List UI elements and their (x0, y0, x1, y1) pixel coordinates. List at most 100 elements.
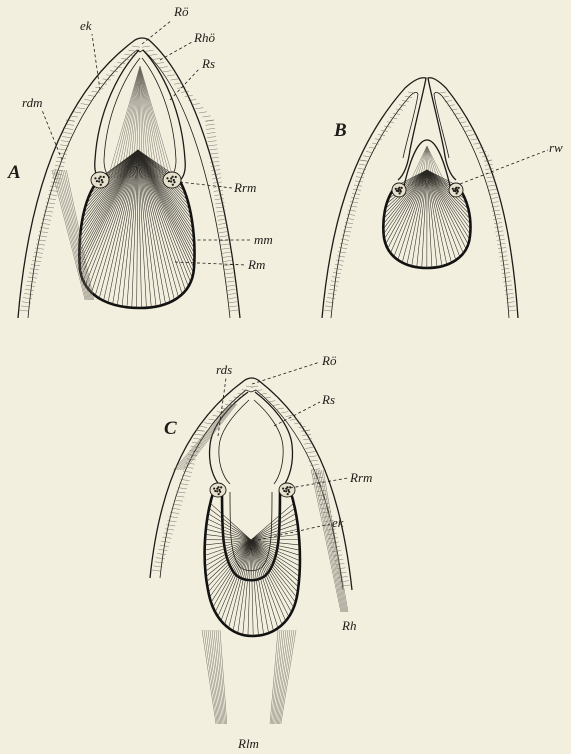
wall-hatch-tick (63, 132, 72, 133)
wall-hatch-tick (211, 165, 220, 166)
wall-hatch-tick (158, 549, 167, 550)
wall-hatch-tick (277, 408, 284, 409)
wall-hatch-tick (36, 244, 45, 245)
wall-hatch-tick (505, 293, 513, 294)
wall-hatch-tick (503, 277, 511, 278)
wall-hatch-tick (468, 135, 475, 136)
panel-c: C rds Rö Rs Rrm ek Rh Rlm (150, 353, 372, 751)
wall-hatch-tick (322, 512, 331, 513)
wall-hatch-tick (500, 260, 508, 261)
label-c-ro: Rö (321, 353, 337, 368)
gland-cell (101, 181, 103, 183)
gland-cell (172, 184, 174, 186)
wall-hatch-tick (21, 306, 30, 307)
wall-hatch-tick (310, 464, 319, 465)
panel-c-letter: C (164, 418, 177, 439)
wall-hatch-tick (221, 244, 230, 245)
rds-fiber (180, 404, 234, 470)
wall-hatch-tick (462, 126, 469, 127)
muscle-fiber (205, 534, 251, 540)
wall-hatch-tick (77, 108, 85, 109)
gland-cell (220, 486, 222, 488)
rdm-fiber (59, 170, 89, 300)
wall-hatch-tick (70, 116, 78, 117)
wall-hatch-tick (228, 306, 237, 307)
wall-hatch-tick (219, 227, 228, 228)
wall-hatch-tick (498, 248, 506, 249)
wall-hatch-tick (307, 452, 316, 453)
muscle-fiber (251, 540, 300, 550)
gland-cell (287, 493, 289, 495)
wall-hatch-tick (355, 181, 363, 182)
rh-fiber (311, 470, 341, 612)
wall-hatch-tick (132, 46, 140, 47)
gland-cell (282, 487, 284, 489)
muscle-fiber (207, 519, 251, 540)
wall-hatch-tick (209, 149, 218, 150)
wall-hatch-tick (206, 128, 215, 129)
wall-hatch-tick (493, 218, 501, 219)
wall-hatch-tick (489, 193, 497, 194)
wall-hatch-tick (173, 504, 182, 505)
label-c-rs: Rs (321, 392, 335, 407)
rds-fiber (185, 404, 237, 470)
gland-cell (94, 177, 96, 179)
wall-hatch-tick (479, 152, 486, 153)
leader-a-rho (160, 42, 192, 60)
wall-hatch-tick (501, 264, 509, 265)
wall-hatch-tick (152, 570, 161, 571)
wall-hatch-tick (192, 104, 200, 105)
wall-hatch-tick (490, 198, 498, 199)
wall-hatch-tick (84, 99, 92, 100)
rds-fiber (178, 404, 233, 470)
wall-hatch-tick (209, 419, 216, 420)
label-a-ro: Rö (173, 4, 189, 19)
wall-hatch-tick (497, 239, 505, 240)
wall-hatch-tick (64, 128, 73, 129)
wall-hatch-tick (165, 529, 174, 530)
wall-hatch-tick (81, 104, 89, 105)
wall-hatch-tick (340, 243, 348, 244)
wall-hatch-tick (31, 265, 40, 266)
muscle-fiber (251, 540, 299, 582)
wall-hatch-tick (195, 434, 204, 435)
wall-hatch-tick (208, 141, 217, 142)
wall-hatch-tick (439, 92, 446, 93)
panel-b-letter: B (333, 120, 347, 141)
wall-hatch-tick (211, 170, 220, 171)
wall-hatch-tick (225, 277, 234, 278)
gland-cell (166, 177, 168, 179)
wall-hatch-tick (26, 285, 35, 286)
wall-hatch-tick (34, 252, 43, 253)
wall-hatch-tick (493, 214, 501, 215)
leader-c-rs (274, 402, 320, 426)
leader-a-rrm (180, 182, 232, 188)
gland-cell (173, 179, 175, 181)
muscle-fiber (422, 170, 427, 268)
gland-cell (103, 176, 105, 178)
wall-hatch-tick (356, 177, 364, 178)
wall-hatch-tick (153, 58, 161, 59)
gland-cell (455, 187, 457, 189)
wall-hatch-tick (24, 293, 33, 294)
wall-hatch-tick (495, 227, 503, 228)
gland-cell (175, 176, 177, 178)
leader-a-ro (142, 20, 172, 44)
wall-hatch-tick (351, 198, 359, 199)
wall-hatch-tick (206, 124, 215, 125)
wall-hatch-tick (227, 293, 236, 294)
gland-cell (98, 180, 100, 182)
wall-hatch-tick (27, 281, 36, 282)
muscle-fiber (251, 534, 299, 540)
wall-hatch-tick (350, 202, 358, 203)
wall-hatch-tick (157, 554, 166, 555)
panel-a-letter: A (7, 162, 21, 183)
wall-hatch-tick (128, 50, 136, 51)
wall-hatch-tick (459, 122, 466, 123)
wall-hatch-tick (359, 164, 367, 165)
gland-cell (285, 490, 287, 492)
muscle-fiber (80, 150, 138, 262)
label-a-rs: Rs (201, 56, 215, 71)
rdm-fiber (63, 170, 92, 300)
wall-hatch-tick (178, 488, 187, 489)
